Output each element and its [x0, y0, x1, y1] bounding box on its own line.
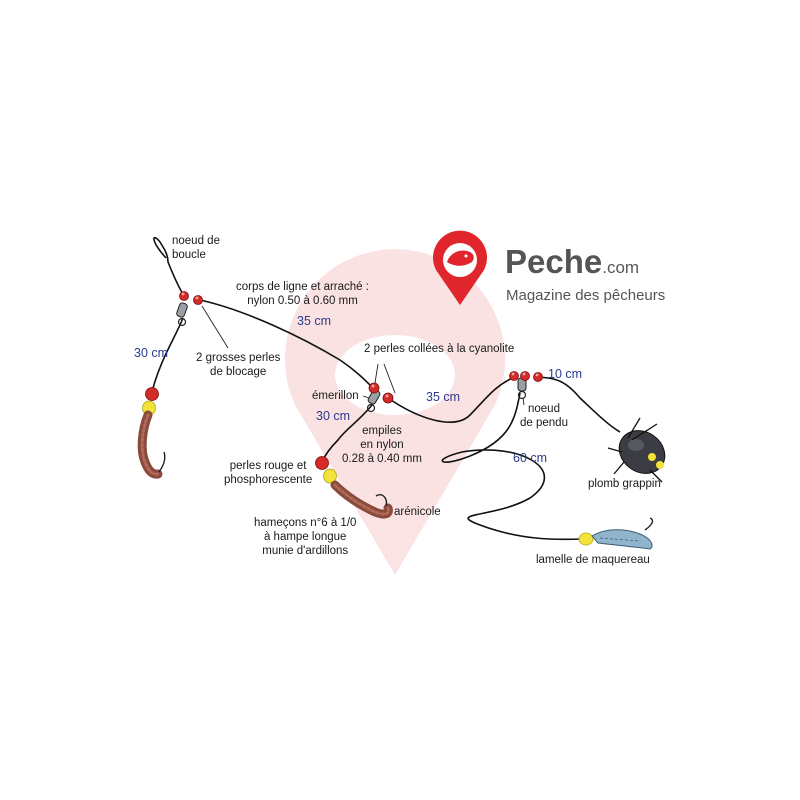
main-line-3: [537, 376, 621, 433]
mackerel-strip-text: lamelle de maquereau: [536, 554, 650, 566]
label-glued-beads: 2 perles collées à la cyanolite: [364, 342, 514, 356]
bait-beads-3: [578, 532, 594, 546]
label-grapnel-lead: plomb grappin: [588, 477, 661, 491]
label-snoods: empiles en nylon 0.28 à 0.40 mm: [342, 424, 422, 466]
dimension-d4: 35 cm: [426, 390, 461, 404]
snoods-text: empiles en nylon 0.28 à 0.40 mm: [342, 425, 422, 465]
fishing-lines: [151, 236, 621, 541]
swivel-1: [176, 302, 188, 327]
loop-knot-line: [153, 236, 185, 297]
stop-beads-text: 2 grosses perles de blocage: [196, 352, 281, 378]
label-lugworm: arénicole: [394, 505, 441, 519]
beads-text: perles rouge et phosphorescente: [224, 460, 313, 486]
loop-knot-text: noeud de boucle: [172, 235, 220, 261]
brand-tagline: Magazine des pêcheurs: [506, 287, 666, 304]
label-hangman-knot: noeud de pendu: [520, 402, 568, 430]
grapnel-lead: [607, 417, 666, 483]
snood-line-3: [441, 392, 583, 541]
watermark-logo: [284, 249, 505, 575]
grapnel-lead-text: plomb grappin: [588, 478, 661, 490]
dimension-d5: 10 cm: [548, 367, 583, 381]
main-line-2: [387, 376, 516, 423]
hooks-text: hameçons n°6 à 1/0 à hampe longue munie …: [254, 517, 357, 557]
leader-lines: [201, 305, 525, 406]
stop-beads: [179, 291, 543, 404]
snood-line-1: [151, 317, 184, 393]
label-loop-knot: noeud de boucle: [172, 234, 220, 262]
label-stop-beads: 2 grosses perles de blocage: [196, 351, 280, 379]
lugworm-2: [330, 480, 393, 519]
label-main-line: corps de ligne et arraché : nylon 0.50 à…: [236, 280, 369, 308]
label-beads: perles rouge et phosphorescente: [224, 459, 312, 487]
main-line-1: [199, 299, 373, 388]
label-mackerel-strip: lamelle de maquereau: [536, 553, 650, 567]
label-hooks: hameçons n°6 à 1/0 à hampe longue munie …: [254, 516, 356, 558]
label-swivel: émerillon: [312, 389, 359, 403]
peche-logo-pin: [433, 230, 487, 305]
snood-line-2: [321, 404, 373, 463]
dimension-d6: 60 cm: [513, 451, 548, 465]
mackerel-strip: [591, 517, 654, 550]
brand-name: Peche.com: [505, 243, 640, 280]
lugworm-text: arénicole: [394, 506, 441, 518]
hangman-knot-text: noeud de pendu: [520, 403, 568, 429]
bait-beads-1: [142, 387, 159, 416]
dimension-d1: 30 cm: [134, 346, 169, 360]
lugworm-1: [137, 410, 166, 479]
glued-beads-text: 2 perles collées à la cyanolite: [364, 343, 515, 355]
dimension-d2: 35 cm: [297, 314, 332, 328]
bait-beads-2: [315, 456, 337, 484]
swivel-text: émerillon: [312, 390, 359, 402]
dimension-d3: 30 cm: [316, 409, 351, 423]
main-line-text: corps de ligne et arraché : nylon 0.50 à…: [236, 281, 369, 307]
